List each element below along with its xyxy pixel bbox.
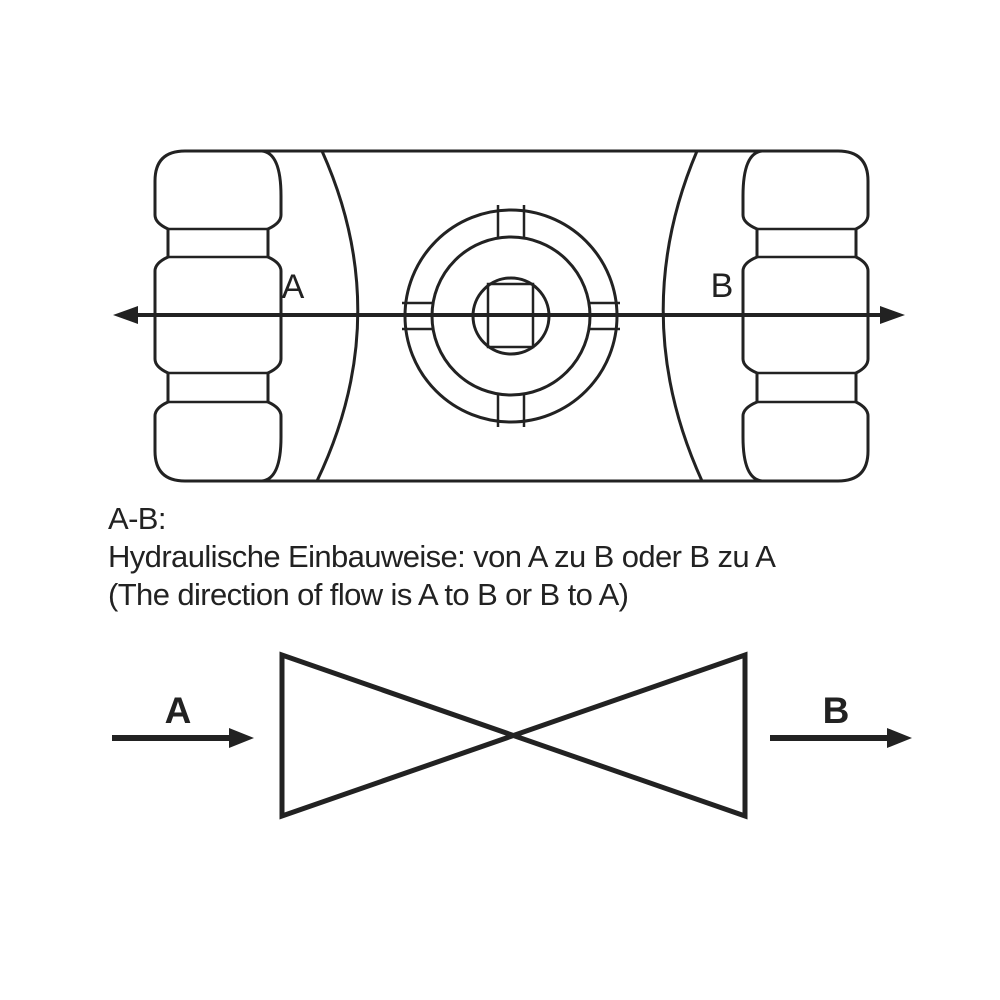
caption-title: A-B:: [108, 501, 166, 536]
valve-symbol-bowtie: [279, 651, 748, 820]
port-a-label: A: [282, 268, 305, 306]
caption-german-line: Hydraulische Einbauweise: von A zu B ode…: [108, 539, 776, 574]
flow-axis-arrowhead-left: [113, 306, 138, 324]
outlet-label: B: [823, 690, 850, 731]
caption-block: A-B: Hydraulische Einbauweise: von A zu …: [108, 500, 908, 614]
flow-axis-arrowhead-right: [880, 306, 905, 324]
valve-flow-symbol: A B: [112, 651, 912, 820]
left-nut-grooves: [168, 227, 268, 404]
inlet-label: A: [165, 690, 192, 731]
inlet-arrow-head: [229, 728, 254, 748]
right-nut-grooves: [757, 227, 856, 404]
port-b-label: B: [711, 267, 734, 305]
outlet-arrow-head: [887, 728, 912, 748]
valve-top-view: A B: [113, 149, 905, 483]
caption-english-line: (The direction of flow is A to B or B to…: [108, 577, 629, 612]
gland-slots: [402, 205, 620, 427]
